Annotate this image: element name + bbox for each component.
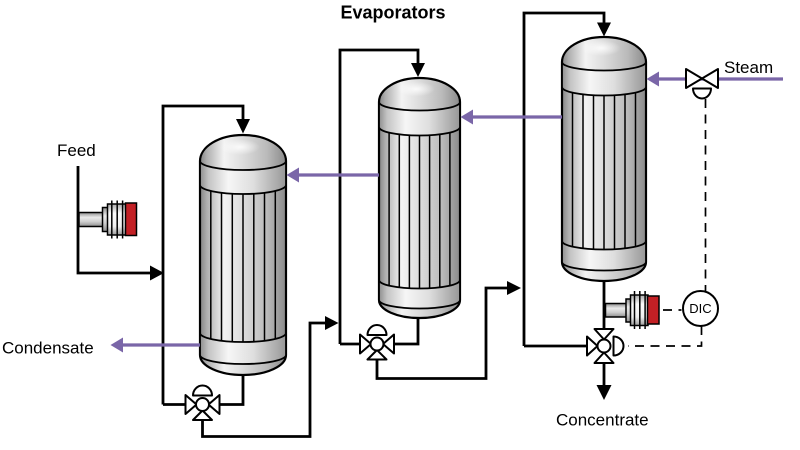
steam-control-valve [685,68,719,100]
vessel2-inlet-arrowhead [411,63,425,77]
recirculation-line-1 [161,104,245,405]
valve-port-left [586,335,599,357]
evaporator-1-vessel [198,133,288,377]
pump-fins [111,200,124,239]
dic-controller: DIC [682,290,719,327]
vessel1-bottom-outlet [220,375,245,406]
feed-label: Feed [57,141,96,160]
condensate-label: Condensate [2,339,94,358]
vessel-bottom-band [199,332,287,365]
valve-port-left [359,333,372,355]
vessel-top-band [199,160,287,195]
vapor-2-1-arrowhead [286,167,299,183]
pump-shaft [78,211,106,228]
feed-arrowhead [150,265,164,281]
diagram-title: Evaporators [340,3,445,23]
vapor-piping [110,71,783,353]
valve-actuator-dome [612,335,625,357]
vessel2-bottom-outlet [394,317,420,346]
valve-actuator-dome [192,384,213,397]
vessel-top-band [561,61,647,97]
three-way-valve-1 [184,384,221,421]
pump-end-cap [646,295,660,325]
evaporator-3-vessel [560,35,648,283]
dome-highlight [397,81,435,97]
valve-port-right [382,333,395,355]
vessel-top-band [378,101,461,137]
signal-controller-to-valve3 [628,326,703,347]
vessel-tubes [571,88,637,252]
evaporator-2-vessel [377,76,462,320]
vessel3-inlet-arrowhead [597,22,611,37]
vessel-tubes [388,128,451,291]
valve-port-right [207,394,221,415]
steam-label: Steam [724,58,773,77]
valve-body [596,338,612,354]
dome-highlight [220,139,260,155]
pump-shaft [604,302,630,318]
concentrate-label: Concentrate [556,411,649,430]
recirculation-line-2 [338,48,420,344]
valve-port-top [593,328,615,341]
steam-arrowhead [646,71,659,87]
instrument-tag: DIC [689,301,711,316]
process-piping [76,11,612,438]
valve-actuator-dome [692,87,712,100]
valve-wing-right [701,68,719,89]
instrument-bubble [682,290,719,327]
pump-fins [633,291,646,329]
vessel1-inlet-arrowhead [236,119,250,134]
valve-port-bottom [366,349,388,361]
three-way-valve-3 [586,328,625,364]
pump-end-cap [124,202,138,237]
concentrate-arrowhead [596,385,612,400]
transfer-line-2-3 [375,286,507,380]
valve-body [195,397,210,412]
valve-wing-left [685,68,703,89]
vapor-3-2-arrowhead [460,109,473,125]
instrument-signal-lines [628,99,707,347]
valve-port-bottom [192,409,213,421]
transfer-1-2-arrowhead [325,316,339,330]
valve-port-bottom [593,351,615,364]
transfer-2-3-arrowhead [507,281,521,295]
valve-body [369,336,385,352]
transfer-line-1-2 [201,321,325,438]
three-way-valve-2 [359,324,395,361]
vessel-bottom-band [378,279,461,310]
density-sensor-pump [604,291,660,329]
valve-port-left [184,394,198,415]
feed-pump [78,200,138,239]
vessel-bottom-band [561,240,647,272]
feed-line [76,166,150,275]
valve-actuator-dome [366,324,388,336]
recirculation-line-3 [522,11,606,346]
condensate-arrowhead [110,337,123,353]
dome-highlight [581,40,621,56]
vessel-tubes [210,186,277,345]
